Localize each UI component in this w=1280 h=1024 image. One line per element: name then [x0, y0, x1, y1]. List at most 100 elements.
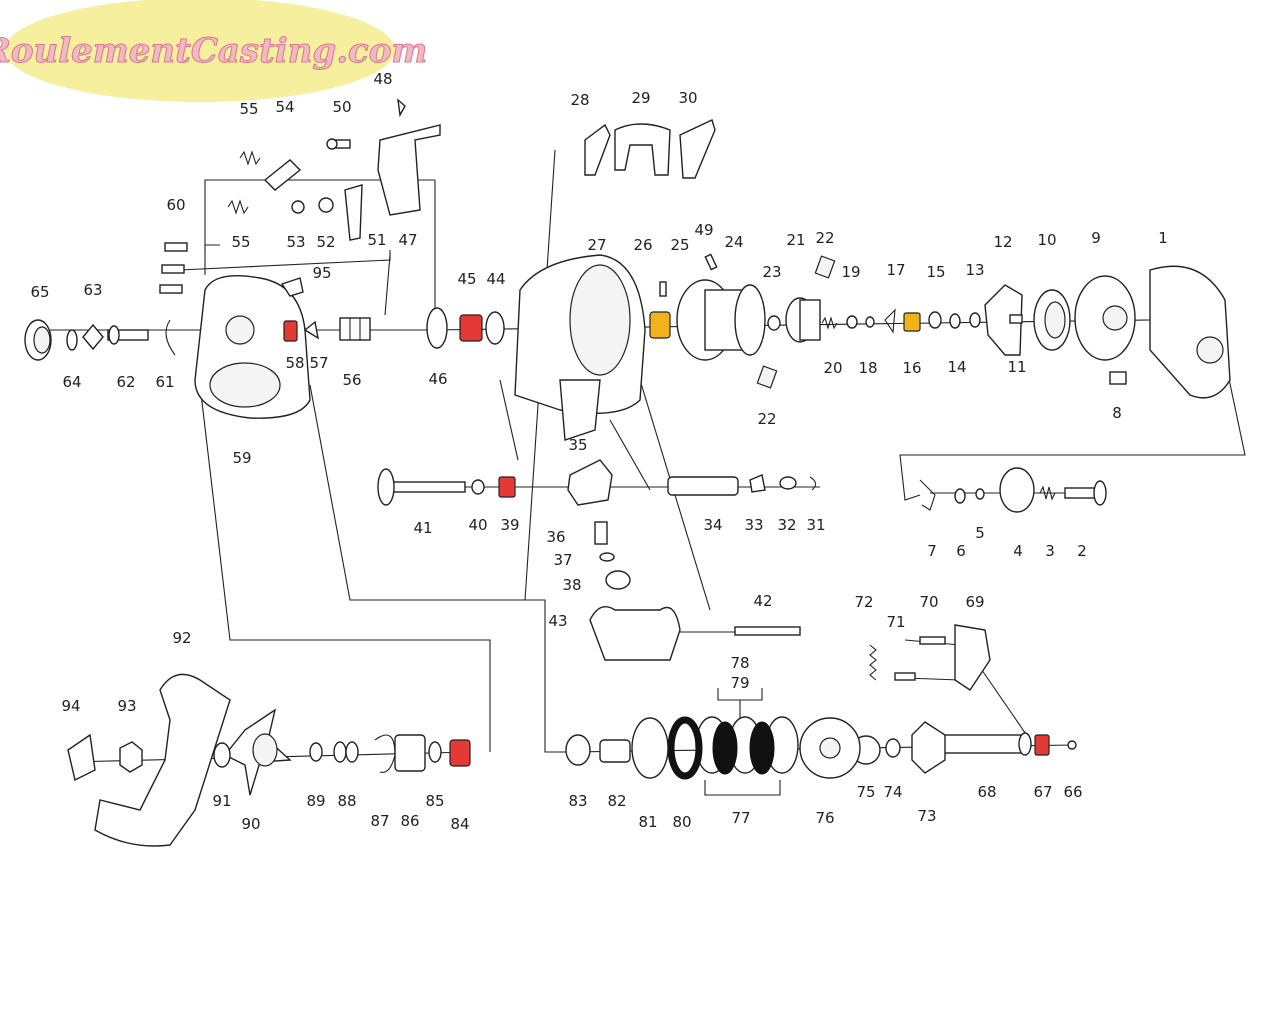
label-29: 29 [631, 89, 650, 107]
part-69-shape [954, 624, 991, 691]
label-52: 52 [316, 233, 335, 251]
part-2-shape [1064, 480, 1107, 506]
label-28: 28 [570, 91, 589, 109]
part-21-shape [785, 297, 821, 343]
label-62: 62 [116, 373, 135, 391]
label-79: 79 [730, 674, 749, 692]
part-89-shape [309, 742, 323, 762]
part-60-shapes [159, 242, 188, 294]
part-61-shape [165, 319, 176, 356]
part-6-shape [954, 488, 966, 504]
label-84: 84 [450, 815, 469, 833]
part-43-shape [589, 606, 681, 661]
label-16: 16 [902, 359, 921, 377]
label-73: 73 [917, 807, 936, 825]
label-72: 72 [854, 593, 873, 611]
part-55a-shape [239, 150, 261, 166]
label-42: 42 [753, 592, 772, 610]
label-81: 81 [638, 813, 657, 831]
part-88-shape [333, 741, 359, 763]
label-18: 18 [858, 359, 877, 377]
label-63: 63 [83, 281, 102, 299]
part-18-shape [865, 316, 875, 328]
part-74-shape [885, 738, 901, 758]
label-46: 46 [428, 370, 447, 388]
label-65: 65 [30, 283, 49, 301]
part-labels: 1 2 3 4 5 6 7 8 9 10 11 12 13 14 15 16 1… [30, 70, 1167, 833]
label-27: 27 [587, 236, 606, 254]
label-55b: 55 [231, 233, 250, 251]
part-56-shape [339, 317, 371, 341]
part-1-knob [1196, 336, 1224, 364]
label-22a: 22 [815, 229, 834, 247]
label-6: 6 [956, 542, 966, 560]
label-39: 39 [500, 516, 519, 534]
part-92-shape [94, 673, 231, 847]
label-43: 43 [548, 612, 567, 630]
part-31-shape [809, 476, 817, 491]
part-58-bearing [283, 320, 298, 342]
part-22a-shape [814, 255, 836, 279]
part-7-shape [919, 479, 936, 511]
label-23: 23 [762, 263, 781, 281]
part-16-bearing [903, 312, 921, 332]
part-86-shape [394, 734, 426, 772]
part-64-shape [66, 329, 78, 351]
part-23-shape [767, 315, 781, 331]
label-89: 89 [306, 792, 325, 810]
part-81-shape [631, 717, 669, 779]
brand-text: RoulementCasting.com [0, 31, 427, 71]
part-15-shape [928, 311, 942, 329]
label-14: 14 [947, 358, 966, 376]
label-19: 19 [841, 263, 860, 281]
label-12: 12 [993, 233, 1012, 251]
part-5-shape [975, 488, 985, 500]
label-8: 8 [1112, 404, 1122, 422]
label-70: 70 [919, 593, 938, 611]
label-59: 59 [232, 449, 251, 467]
part-72-shape [869, 644, 877, 681]
label-48: 48 [373, 70, 392, 88]
label-83: 83 [568, 792, 587, 810]
part-67-bearing [1034, 734, 1050, 756]
label-82: 82 [607, 792, 626, 810]
part-42-shape [734, 626, 801, 636]
part-53-shape [291, 200, 305, 214]
label-91: 91 [212, 792, 231, 810]
label-49: 49 [694, 221, 713, 239]
label-1: 1 [1158, 229, 1168, 247]
label-69: 69 [965, 593, 984, 611]
part-54-shape [263, 159, 302, 191]
part-27-frame [514, 254, 646, 441]
label-77: 77 [731, 809, 750, 827]
label-95: 95 [312, 264, 331, 282]
part-87-shape [374, 734, 396, 773]
part-73-shape [911, 721, 946, 774]
part-90-shape [223, 708, 292, 796]
part-11-shape [1009, 314, 1023, 324]
label-33: 33 [744, 516, 763, 534]
part-50-shape [326, 138, 351, 150]
part-59-shape [194, 275, 311, 419]
part-8-shape [1109, 371, 1127, 385]
brand-logo: RoulementCasting.com [0, 0, 428, 102]
part-91-shape [213, 742, 231, 768]
label-93: 93 [117, 697, 136, 715]
part-77-washers [695, 716, 799, 774]
label-64: 64 [62, 373, 81, 391]
label-88: 88 [337, 792, 356, 810]
part-14-shape [949, 313, 961, 329]
label-86: 86 [400, 812, 419, 830]
part-22b-shape [756, 365, 778, 389]
label-57: 57 [309, 354, 328, 372]
label-78: 78 [730, 654, 749, 672]
part-35-shape [567, 459, 613, 506]
label-60: 60 [166, 196, 185, 214]
label-87: 87 [370, 812, 389, 830]
label-94: 94 [61, 697, 80, 715]
part-38-shape [605, 570, 631, 590]
part-10-shape [1033, 289, 1071, 351]
part-30-shape [679, 119, 716, 179]
part-26-bearing [649, 311, 671, 339]
part-40-shape [471, 479, 485, 495]
